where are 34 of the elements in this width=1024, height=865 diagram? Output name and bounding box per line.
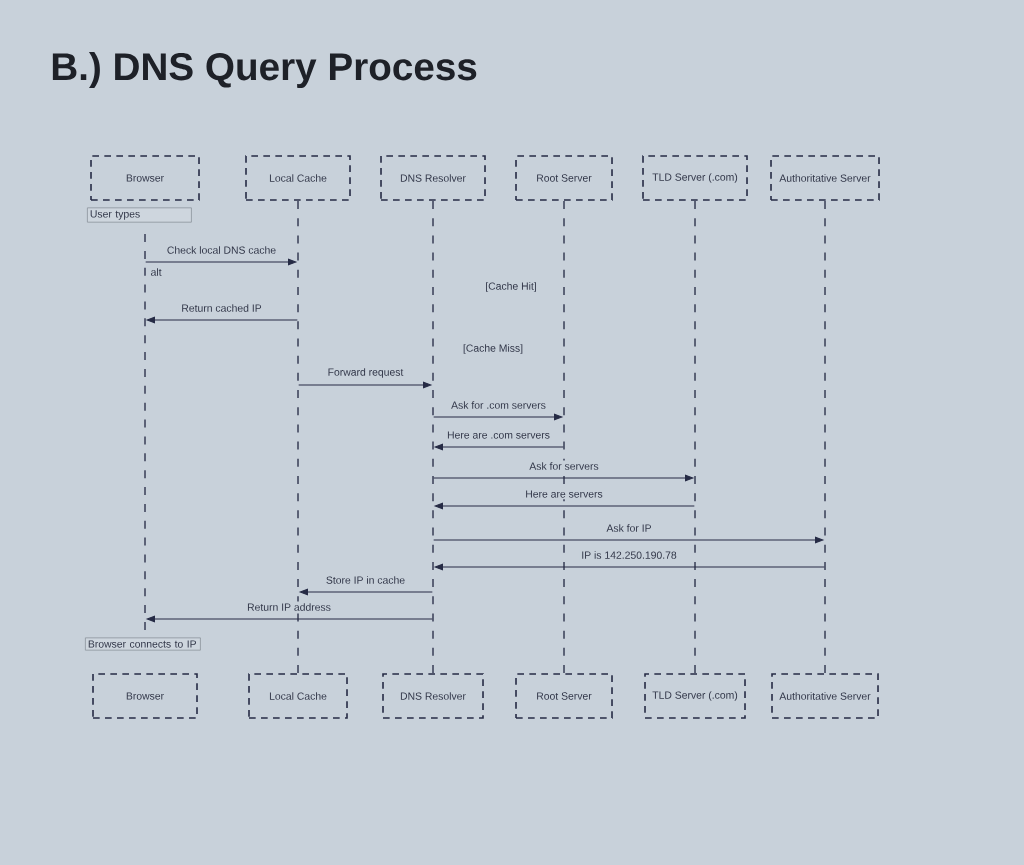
participant-box: Root Server: [515, 155, 613, 201]
participant-box: Authoritative Server: [771, 673, 879, 719]
message-label: Here are servers: [523, 488, 605, 500]
message-label: Store IP in cache: [324, 574, 407, 586]
guard-label: [Cache Hit]: [486, 282, 536, 292]
message-label: IP is 142.250.190.78: [579, 549, 679, 561]
participant-box: Local Cache: [245, 155, 351, 201]
participant-box: Browser: [92, 673, 198, 719]
message-label: Ask for .com servers: [449, 399, 548, 411]
participant-box: DNS Resolver: [382, 673, 484, 719]
participant-box: Authoritative Server: [770, 155, 880, 201]
lifeline: [824, 200, 826, 674]
participant-box: Root Server: [515, 673, 613, 719]
participant-box: Local Cache: [248, 673, 348, 719]
note-box: User types: [87, 207, 192, 223]
message-label: Ask for servers: [527, 460, 601, 472]
participant-box: Browser: [90, 155, 200, 201]
note-box: Browser connects to IP: [85, 637, 201, 651]
message-label: Return cached IP: [179, 302, 264, 314]
lifeline: [563, 200, 565, 674]
message-label: Here are .com servers: [445, 429, 552, 441]
title: B.) DNS Query Process: [52, 52, 477, 89]
participant-box: TLD Server (.com): [644, 673, 746, 719]
message-label: Return IP address: [245, 601, 333, 613]
message-label: Ask for IP: [604, 522, 654, 534]
lifeline: [144, 233, 146, 631]
lifeline: [694, 200, 696, 674]
message-label: Check local DNS cache: [165, 244, 278, 256]
participant-box: DNS Resolver: [380, 155, 486, 201]
fragment-label: alt: [151, 268, 162, 276]
lifeline: [432, 200, 434, 674]
guard-label: [Cache Miss]: [463, 344, 523, 354]
lifeline: [297, 200, 299, 674]
participant-box: TLD Server (.com): [642, 155, 748, 201]
